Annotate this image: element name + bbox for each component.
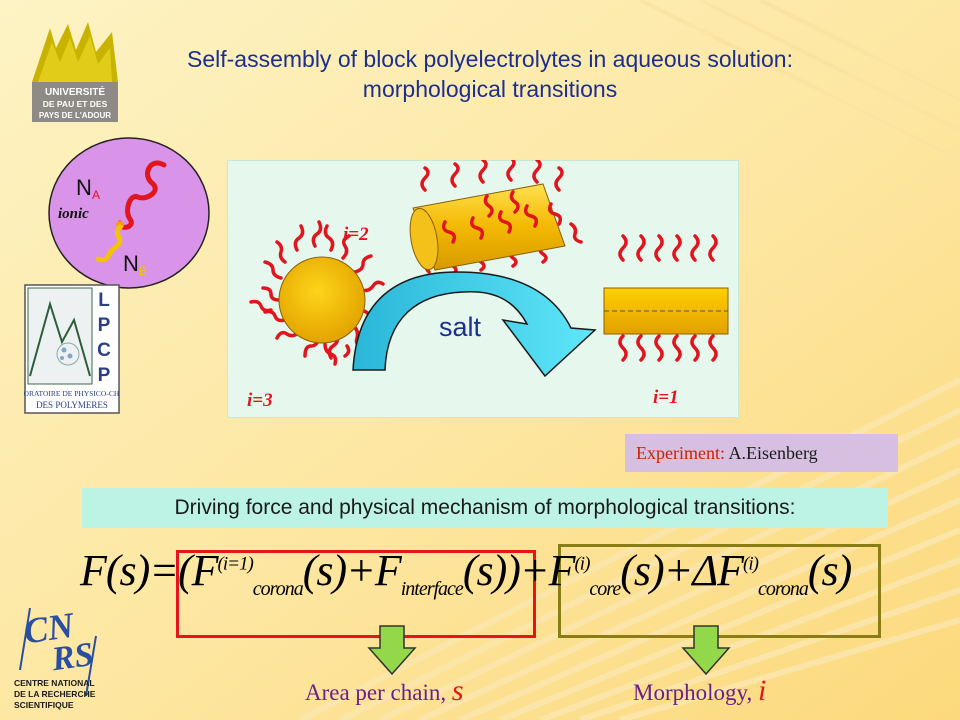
- lpcp-letter-p2: P: [98, 365, 111, 386]
- corona-superscript: (i=1): [217, 553, 254, 575]
- svg-text:DES POLYMERES: DES POLYMERES: [36, 400, 108, 410]
- nb-subscript: B: [139, 264, 147, 278]
- university-logo: UNIVERSITÉ DE PAU ET DES PAYS DE L'ADOUR: [32, 22, 118, 122]
- interface-term-box: [176, 550, 536, 638]
- title-line-2: morphological transitions: [362, 76, 618, 102]
- cnrs-caption-1: CENTRE NATIONAL: [14, 678, 95, 688]
- svg-text:PAYS DE L'ADOUR: PAYS DE L'ADOUR: [39, 111, 111, 120]
- page-title: Self-assembly of block polyelectrolytes …: [120, 44, 860, 104]
- core-superscript: (i): [574, 553, 590, 575]
- area-text: Area per chain,: [305, 680, 447, 705]
- morphology-label: Morphology, i: [633, 674, 766, 708]
- experiment-author: A.Eisenberg: [728, 443, 818, 463]
- interface-subscript: interface: [400, 577, 464, 600]
- svg-text:UNIVERSITÉ: UNIVERSITÉ: [45, 85, 105, 98]
- na-subscript: A: [92, 188, 100, 202]
- cnrs-logo: CN RS CENTRE NATIONAL DE LA RECHERCHE SC…: [14, 605, 97, 710]
- formula-lhs: F(s)=: [80, 546, 179, 595]
- area-down-arrow: [367, 625, 417, 676]
- cnrs-caption-2: DE LA RECHERCHE: [14, 689, 96, 699]
- polymer-chain-inset: N A ionic N B: [48, 137, 210, 289]
- label-i3: i=3: [247, 390, 273, 411]
- delta-superscript: (i): [743, 553, 759, 575]
- morphology-down-arrow: [681, 625, 731, 676]
- area-per-chain-label: Area per chain, s: [305, 674, 464, 708]
- morphology-variable: i: [758, 674, 767, 707]
- area-variable: s: [451, 674, 464, 707]
- free-energy-formula: F(s)=(F(i=1)corona(s)+Finterface(s))+F(i…: [80, 546, 852, 600]
- title-line-1: Self-assembly of block polyelectrolytes …: [187, 46, 793, 72]
- lpcp-logo: L P C P LABORATOIRE DE PHYSICO-CHIMIE DE…: [24, 284, 120, 414]
- label-i1: i=1: [653, 387, 679, 408]
- salt-label: salt: [439, 312, 482, 342]
- lpcp-letter-p1: P: [98, 315, 111, 336]
- svg-text:LABORATOIRE DE PHYSICO-CHIMIE: LABORATOIRE DE PHYSICO-CHIMIE: [24, 389, 120, 398]
- svg-text:RS: RS: [49, 636, 96, 679]
- ionic-label: ionic: [58, 206, 89, 222]
- lpcp-letter-l: L: [98, 290, 110, 311]
- morphology-diagram: i=2 i=3 i=1 salt: [247, 160, 729, 411]
- driving-force-heading: Driving force and physical mechanism of …: [82, 488, 888, 528]
- core-subscript: core: [589, 577, 621, 600]
- experiment-label: Experiment:: [636, 443, 725, 463]
- cnrs-caption-3: SCIENTIFIQUE: [14, 700, 74, 710]
- lpcp-letter-c: C: [97, 340, 111, 361]
- morphology-text: Morphology,: [633, 680, 753, 705]
- svg-text:DE PAU ET DES: DE PAU ET DES: [43, 99, 108, 109]
- svg-text:CN: CN: [21, 605, 78, 652]
- morphology-term-box: [558, 544, 881, 638]
- na-label: N: [76, 175, 92, 200]
- corona-subscript: corona: [252, 577, 304, 600]
- label-i2: i=2: [343, 224, 369, 245]
- nb-label: N: [123, 251, 139, 276]
- delta-subscript: corona: [757, 577, 809, 600]
- salt-arrow: [352, 271, 597, 378]
- experiment-credit: Experiment: A.Eisenberg: [625, 434, 898, 472]
